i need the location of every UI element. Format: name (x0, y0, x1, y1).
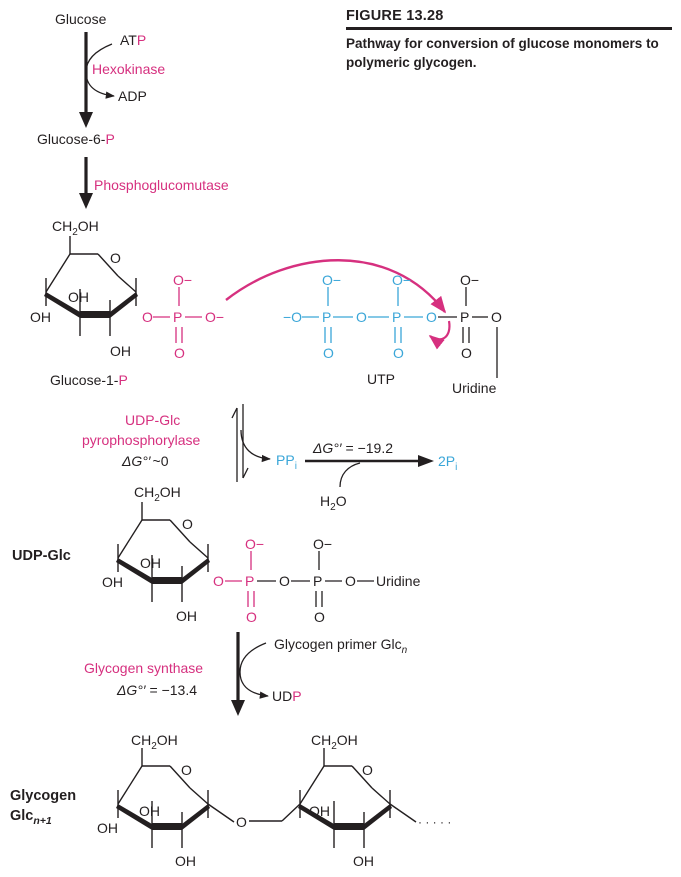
udpglc-phosphate-1: O P O− O (213, 536, 264, 625)
figure-caption-text: Pathway for conversion of glucose monome… (346, 36, 659, 70)
glycogen-ring2-oh-top: OH (309, 803, 330, 819)
adp-label: ADP (118, 88, 147, 104)
chain-continuation-bond (389, 803, 417, 823)
utp-o-bridge-1: O (356, 309, 367, 325)
utp-o-minus-1: O− (322, 272, 341, 288)
utp-minus-o: −O (283, 309, 302, 325)
figure-number: FIGURE 13.28 (346, 8, 672, 30)
utp-o-minus-2: O− (392, 272, 411, 288)
step3-delta-g: ΔG°′~0 (121, 453, 169, 469)
udp-label: UDP (272, 688, 302, 704)
glycogen-ring-2 (297, 747, 393, 849)
utp-triphosphate: −O P O P O O− O− O O (283, 272, 437, 361)
reversible-arrow (231, 404, 249, 482)
utp-label: UTP (367, 371, 395, 387)
utp-uridine-label: Uridine (452, 380, 497, 396)
glycosidic-bond-left (207, 803, 235, 823)
g1p-phosphate-o-ester: O (142, 309, 153, 325)
glycogen-primer-label: Glycogen primer Glcn (274, 636, 408, 656)
glucose-6-p-label: Glucose-6-P (37, 131, 115, 147)
utp-o-double-1: O (323, 345, 334, 361)
atp-label: ATP (120, 32, 146, 48)
udpglc-p2: P (313, 573, 322, 589)
udpglc-o-bridge: O (279, 573, 290, 589)
glycogen-ring2-oxygen: O (362, 762, 373, 778)
two-pi-label: 2Pi (438, 453, 457, 473)
ring2-c4-link (281, 803, 301, 822)
glycosidic-oxygen: O (236, 814, 247, 830)
glucose-1-p-ring (43, 235, 139, 337)
atp-adp-curved-arrow (85, 43, 115, 99)
glucose-1-p-label: Glucose-1-P (50, 372, 128, 388)
pyrophosphate-leaving-arrow (428, 320, 451, 350)
glycogen-ring2-oh-bottom: OH (353, 853, 374, 869)
step4-delta-g: ΔG°′= −13.4 (116, 682, 197, 698)
udpglc-ring (115, 501, 211, 603)
utp-p-beta: P (392, 309, 401, 325)
udpglc-o-ester: O (213, 573, 224, 589)
primer-udp-curved-arrow (239, 642, 269, 699)
udpglc-oh-bottom: OH (176, 608, 197, 624)
udpglc-pyrophosphorylase-line1: UDP-Glc (125, 412, 180, 428)
g1p-oh-left: OH (30, 309, 51, 325)
g1p-phosphate-p: P (173, 309, 182, 325)
phosphoglucomutase-label: Phosphoglucomutase (94, 177, 229, 193)
glycogen-ring1-oh-left: OH (97, 820, 118, 836)
glycogen-synthase-label: Glycogen synthase (84, 660, 203, 676)
g1p-phosphate-o-minus-right: O− (205, 309, 224, 325)
glycogen-synthase-arrowhead (231, 700, 245, 716)
utp-o-double-2: O (393, 345, 404, 361)
glycogen-ring1-ch2oh: CH2OH (131, 732, 178, 752)
g1p-oh-bottom: OH (110, 343, 131, 359)
udpglc-ring-oxygen: O (182, 516, 193, 532)
hexokinase-label: Hexokinase (92, 61, 165, 77)
utp-alpha-phosphate: P O O− O (438, 272, 502, 378)
udpglc-p2-o-double: O (314, 609, 325, 625)
figure-caption: FIGURE 13.28 Pathway for conversion of g… (346, 8, 672, 72)
ppi-label: PPi (276, 452, 297, 472)
glucose-label: Glucose (55, 11, 107, 27)
hexokinase-arrowhead (79, 112, 93, 128)
phosphoglucomutase-arrowhead (79, 193, 93, 209)
pyrophosphatase-arrowhead (418, 455, 434, 467)
glycogen-ring-1 (115, 747, 211, 849)
udpglc-p1-o-double: O (246, 609, 257, 625)
utp-alpha-o-minus: O− (460, 272, 479, 288)
udpglc-ch2oh: CH2OH (134, 484, 181, 504)
utp-p-gamma: P (322, 309, 331, 325)
udpglc-p1: P (245, 573, 254, 589)
udpglc-phosphate-2: O P O Uridine O− O (257, 536, 421, 625)
chain-continuation-dots: · · · · · (418, 815, 451, 829)
glycogen-side-label-line1: Glycogen (10, 788, 76, 804)
g1p-oh-top: OH (68, 289, 89, 305)
udpglc-p1-o-minus: O− (245, 536, 264, 552)
g1p-ring-oxygen: O (110, 250, 121, 266)
udpglc-p2-o-minus: O− (313, 536, 332, 552)
udpglc-oh-top: OH (140, 555, 161, 571)
udpglc-oh-left: OH (102, 574, 123, 590)
glycogen-ring1-oh-bottom: OH (175, 853, 196, 869)
utp-o-bridge-2: O (426, 309, 437, 325)
udpglc-uridine: Uridine (376, 573, 421, 589)
g1p-phosphate: O P O− O− O (142, 272, 224, 361)
nucleophilic-attack-arrow (225, 259, 447, 314)
glycogen-ring2-ch2oh: CH2OH (311, 732, 358, 752)
g1p-phosphate-o-minus-top: O− (173, 272, 192, 288)
water-input-arrow (339, 462, 361, 488)
utp-p-alpha: P (460, 309, 469, 325)
glycogen-side-label-line2: Glcn+1 (10, 808, 52, 827)
utp-o-uridine: O (491, 309, 502, 325)
ppi-release-arrow (240, 429, 271, 463)
step3-hydrolysis-delta-g: ΔG°′= −19.2 (312, 440, 393, 456)
water-label: H2O (320, 493, 347, 513)
glycogen-ring1-oh-top: OH (139, 803, 160, 819)
g1p-phosphate-o-double: O (174, 345, 185, 361)
udpglc-pyrophosphorylase-line2: pyrophosphorylase (82, 432, 201, 448)
g1p-ch2oh: CH2OH (52, 218, 99, 238)
udpglc-side-label: UDP-Glc (12, 548, 71, 564)
utp-alpha-o-double: O (461, 345, 472, 361)
udpglc-o-uridine: O (345, 573, 356, 589)
glycogen-ring1-oxygen: O (181, 762, 192, 778)
